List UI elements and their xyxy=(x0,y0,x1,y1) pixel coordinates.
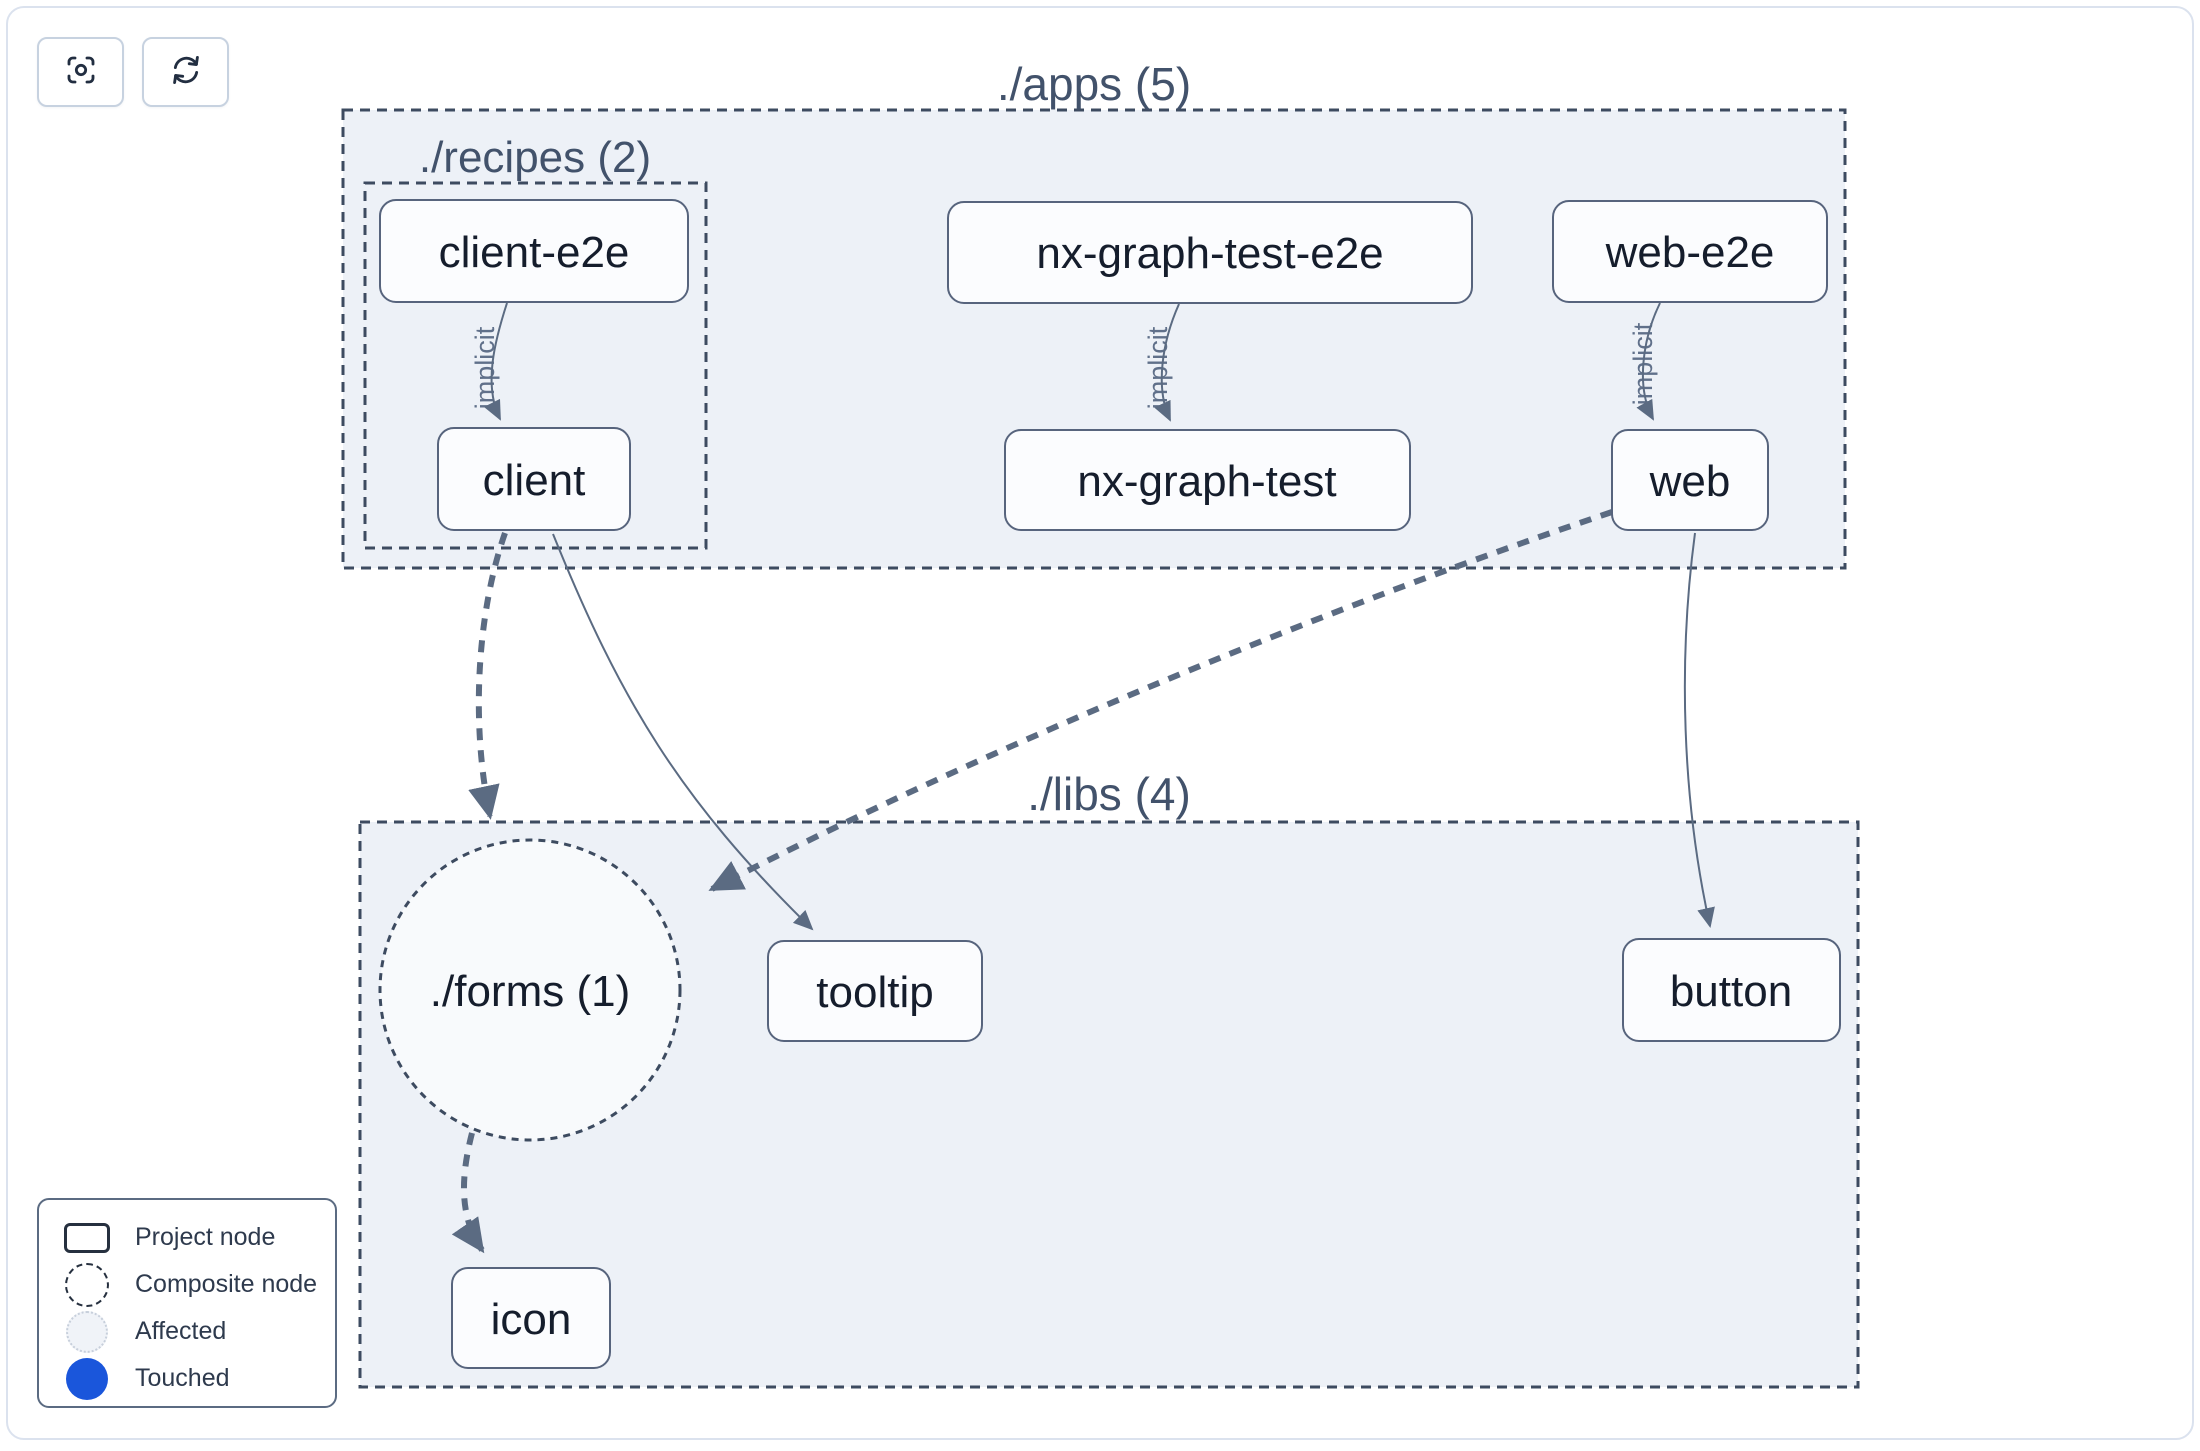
affected-node-icon xyxy=(66,1310,108,1353)
focus-button[interactable] xyxy=(37,37,124,107)
refresh-icon xyxy=(168,52,204,93)
node-nx-graph-test-e2e-label: nx-graph-test-e2e xyxy=(1036,229,1383,278)
edge-label-implicit-nx-graph-test: implicit xyxy=(1143,326,1173,409)
legend-label: Composite node xyxy=(135,1270,318,1298)
node-client-e2e[interactable]: client-e2e xyxy=(379,199,689,303)
node-icon-label: icon xyxy=(491,1295,572,1344)
node-web-e2e-label: web-e2e xyxy=(1605,228,1775,277)
legend-item-project-node: Project node xyxy=(39,1214,335,1261)
node-nx-graph-test[interactable]: nx-graph-test xyxy=(1004,429,1411,531)
nodes-layer: client-e2e client nx-graph-test-e2e nx-g… xyxy=(379,199,1841,1369)
legend-label: Affected xyxy=(135,1317,227,1345)
touched-node-icon xyxy=(66,1357,108,1400)
node-forms-composite[interactable]: ./forms (1) xyxy=(378,838,682,1142)
node-nx-graph-test-e2e[interactable]: nx-graph-test-e2e xyxy=(947,201,1473,304)
edge-nx-graph-test-e2e-to-nx-graph-test xyxy=(1154,303,1180,422)
focus-icon xyxy=(63,52,99,93)
node-icon[interactable]: icon xyxy=(451,1267,611,1369)
node-forms-label: ./forms (1) xyxy=(430,967,630,1016)
project-node-icon xyxy=(64,1222,110,1253)
node-tooltip-label: tooltip xyxy=(816,968,933,1017)
node-client[interactable]: client xyxy=(437,427,631,531)
edge-client-to-tooltip xyxy=(552,533,814,931)
composite-node-icon xyxy=(65,1262,109,1307)
node-client-label: client xyxy=(483,456,586,505)
edge-web-to-button xyxy=(1683,532,1715,928)
node-nx-graph-test-label: nx-graph-test xyxy=(1077,457,1336,506)
edges-layer: implicit implicit implicit xyxy=(451,302,1715,1254)
legend-label: Project node xyxy=(135,1223,276,1251)
refresh-button[interactable] xyxy=(142,37,229,107)
node-client-e2e-label: client-e2e xyxy=(439,228,630,277)
edge-web-e2e-to-web xyxy=(1636,302,1661,421)
node-button[interactable]: button xyxy=(1622,938,1841,1042)
legend-item-affected: Affected xyxy=(39,1308,335,1355)
edge-web-to-forms xyxy=(708,509,1613,892)
edge-label-implicit-client: implicit xyxy=(470,326,500,409)
cluster-libs-label: ./libs (4) xyxy=(1027,768,1191,820)
node-web-label: web xyxy=(1649,457,1731,506)
edge-client-to-forms xyxy=(468,532,508,820)
node-button-label: button xyxy=(1670,967,1792,1016)
legend-item-touched: Touched xyxy=(39,1355,335,1402)
edge-client-e2e-to-client xyxy=(483,302,508,421)
cluster-recipes-label: ./recipes (2) xyxy=(419,133,651,182)
node-web[interactable]: web xyxy=(1611,429,1769,531)
node-tooltip[interactable]: tooltip xyxy=(767,940,983,1042)
legend-label: Touched xyxy=(135,1364,230,1392)
legend: Project node Composite node Affected Tou… xyxy=(37,1198,337,1408)
node-web-e2e[interactable]: web-e2e xyxy=(1552,200,1828,303)
cluster-apps-label: ./apps (5) xyxy=(997,58,1191,110)
legend-item-composite-node: Composite node xyxy=(39,1261,335,1308)
graph-toolbar xyxy=(37,37,229,107)
